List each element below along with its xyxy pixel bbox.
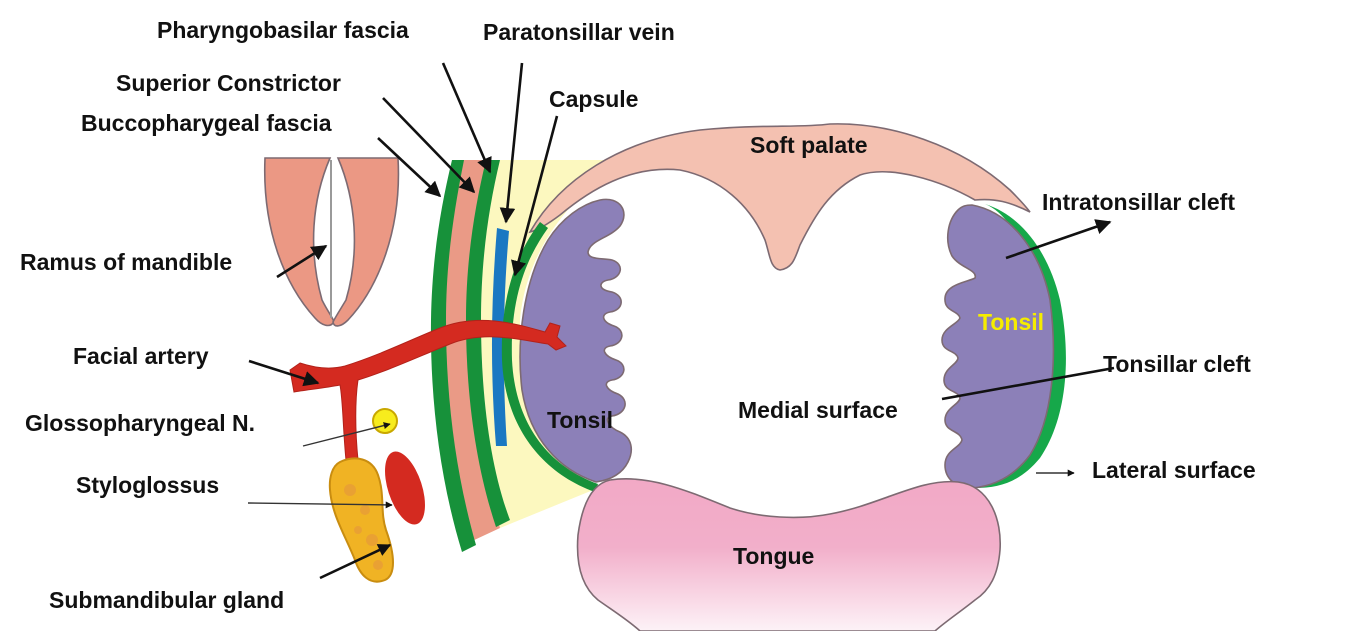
buccopharyngeal-fascia-band bbox=[430, 160, 476, 552]
submandibular-gland-shape bbox=[328, 457, 394, 583]
label-submandibular-gland: Submandibular gland bbox=[49, 587, 284, 613]
label-intratonsillar-cleft: Intratonsillar cleft bbox=[1042, 189, 1235, 215]
leader-lines bbox=[247, 62, 1115, 580]
label-superior-constrictor: Superior Constrictor bbox=[116, 70, 341, 96]
label-facial-artery: Facial artery bbox=[73, 343, 209, 369]
label-tongue: Tongue bbox=[733, 543, 814, 569]
leader-capsule bbox=[511, 115, 559, 277]
label-tonsillar-cleft: Tonsillar cleft bbox=[1103, 351, 1251, 377]
submandibular-gland-texture bbox=[344, 484, 383, 570]
left-capsule-arc bbox=[501, 222, 598, 492]
leader-ramus bbox=[276, 244, 328, 279]
leader-tonsillar-cleft bbox=[941, 366, 1115, 401]
soft-palate-shape bbox=[528, 123, 1031, 271]
leader-buccopharyngeal bbox=[377, 137, 442, 198]
label-tonsil-left: Tonsil bbox=[547, 407, 613, 433]
labels: Pharyngobasilar fascia Paratonsillar vei… bbox=[20, 17, 1256, 613]
label-tonsil-right: Tonsil bbox=[978, 309, 1044, 335]
label-ramus-of-mandible: Ramus of mandible bbox=[20, 249, 232, 275]
label-paratonsillar-vein: Paratonsillar vein bbox=[483, 19, 675, 45]
facial-artery-shape bbox=[289, 319, 567, 475]
leader-styloglossus bbox=[247, 501, 393, 509]
left-tonsil-shape bbox=[519, 198, 633, 483]
leader-intratonsillar bbox=[1005, 219, 1112, 260]
label-styloglossus: Styloglossus bbox=[76, 472, 219, 498]
label-lateral-surface: Lateral surface bbox=[1092, 457, 1256, 483]
label-pharyngobasilar-fascia: Pharyngobasilar fascia bbox=[157, 17, 409, 43]
label-glossopharyngeal-n: Glossopharyngeal N. bbox=[25, 410, 255, 436]
leader-pharyngobasilar bbox=[441, 62, 492, 174]
ramus-of-mandible-shape bbox=[263, 157, 400, 327]
leader-submandibular bbox=[319, 543, 392, 580]
pharyngeal-wall-layers bbox=[430, 160, 510, 552]
leader-superior-constrictor bbox=[382, 97, 476, 194]
pharyngobasilar-fascia-band bbox=[466, 160, 510, 527]
label-medial-surface: Medial surface bbox=[738, 397, 898, 423]
label-soft-palate: Soft palate bbox=[750, 132, 868, 158]
styloglossus-shape bbox=[385, 451, 425, 525]
leader-facial-artery bbox=[248, 359, 320, 387]
leader-paratonsillar-vein bbox=[499, 62, 524, 224]
leader-glossopharyngeal bbox=[302, 422, 391, 447]
tongue-shape bbox=[576, 478, 1001, 631]
label-capsule: Capsule bbox=[549, 86, 638, 112]
glossopharyngeal-nerve-shape bbox=[372, 408, 398, 434]
label-buccopharygeal-fascia: Buccopharygeal fascia bbox=[81, 110, 332, 136]
right-tonsil-shape bbox=[941, 204, 1055, 489]
